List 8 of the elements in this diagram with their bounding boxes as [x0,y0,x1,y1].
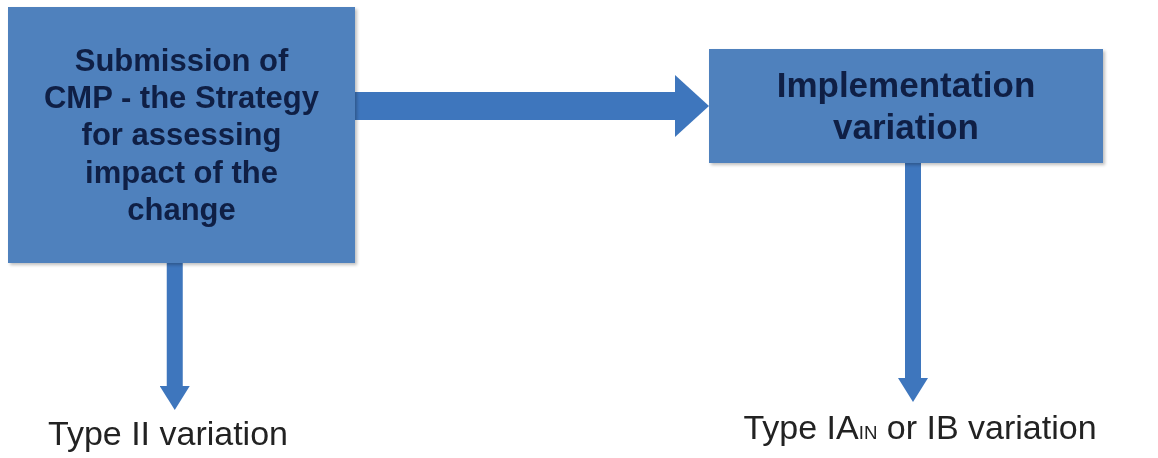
block-arrow [355,75,709,137]
block-arrow [159,263,190,410]
box-label: Implementation variation [775,64,1037,148]
block-arrow [898,163,928,402]
process-box [709,49,1103,163]
box-label: Submission of CMP - the Strategy for assessing impact of the change [42,42,320,228]
result-text: Type II variation [48,412,288,454]
process-box [8,7,355,263]
